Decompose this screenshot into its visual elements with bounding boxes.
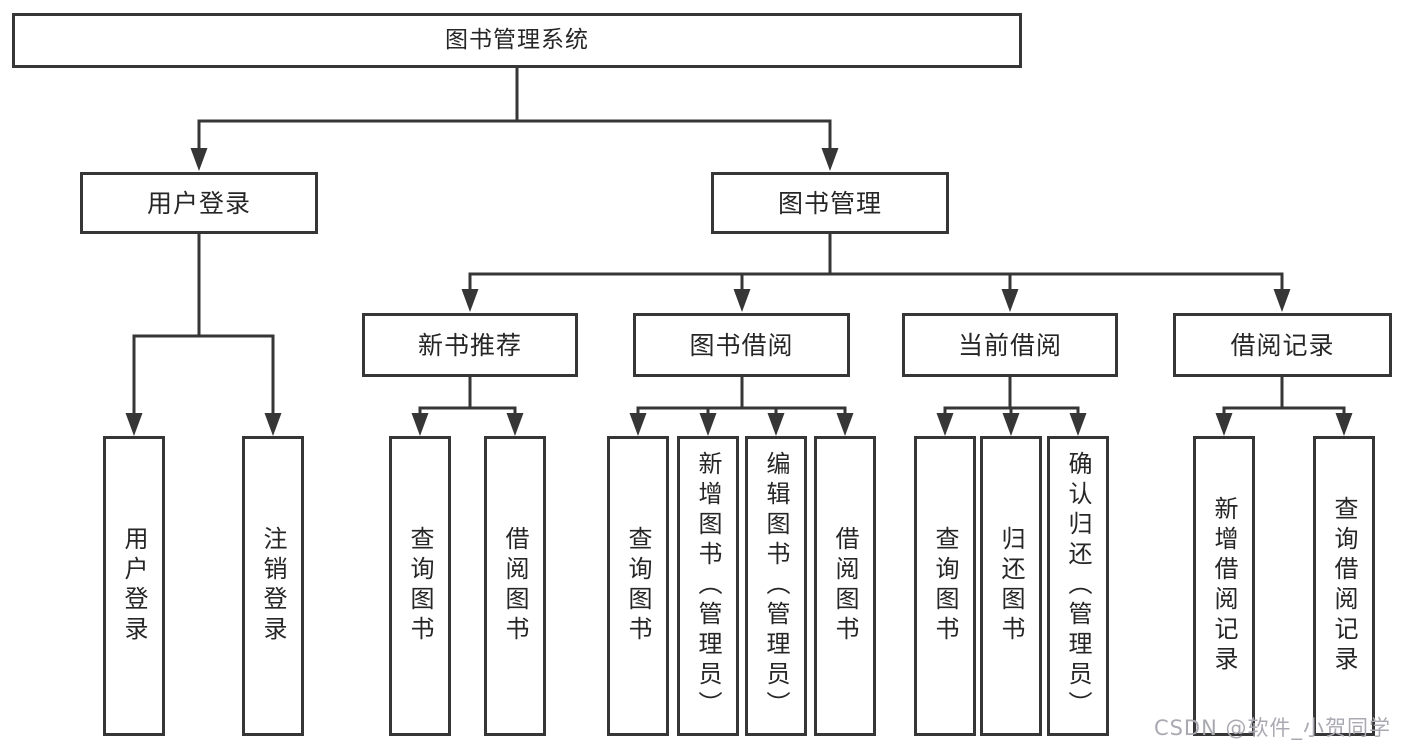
node-label: 查询借阅记录 [1330,496,1358,676]
leaf-query-borrow-record: 查询借阅记录 [1313,436,1375,736]
node-label: 图书管理 [777,188,882,218]
leaf-edit-book-admin: 编辑图书（管理员） [745,436,807,736]
node-label: 借阅图书 [501,526,529,646]
leaf-query-books-recommend: 查询图书 [389,436,451,736]
node-label: 确认归还（管理员） [1064,451,1092,721]
leaf-user-login: 用户登录 [103,436,165,736]
node-label: 编辑图书（管理员） [762,451,790,721]
leaf-borrow-books: 借阅图书 [814,436,876,736]
node-label: 图书借阅 [689,330,794,360]
node-label: 注销登录 [259,526,287,646]
node-label: 查询图书 [931,526,959,646]
node-label: 用户登录 [120,526,148,646]
node-borrowing-records: 借阅记录 [1173,313,1392,377]
node-label: 图书管理系统 [445,27,589,53]
node-label: 新书推荐 [417,330,522,360]
node-label: 查询图书 [624,526,652,646]
leaf-add-borrow-record: 新增借阅记录 [1193,436,1255,736]
node-book-borrowing: 图书借阅 [633,313,850,377]
node-label: 查询图书 [406,526,434,646]
node-label: 当前借阅 [957,330,1062,360]
leaf-query-books-borrow: 查询图书 [607,436,669,736]
leaf-confirm-return-admin: 确认归还（管理员） [1047,436,1109,736]
node-label: 借阅图书 [831,526,859,646]
node-label: 归还图书 [997,526,1025,646]
leaf-logout: 注销登录 [242,436,304,736]
node-library-management-system: 图书管理系统 [12,13,1022,68]
leaf-return-book: 归还图书 [980,436,1042,736]
node-user-login: 用户登录 [80,172,318,234]
node-book-management: 图书管理 [711,172,949,234]
node-label: 新增借阅记录 [1210,496,1238,676]
node-current-borrowing: 当前借阅 [902,313,1118,377]
leaf-query-books-current: 查询图书 [914,436,976,736]
leaf-add-book-admin: 新增图书（管理员） [677,436,739,736]
watermark: CSDN @软件_小贺同学 [1153,716,1391,740]
node-label: 用户登录 [146,188,251,218]
node-label: 新增图书（管理员） [694,451,722,721]
node-new-book-recommendation: 新书推荐 [362,313,578,377]
leaf-borrow-books-recommend: 借阅图书 [484,436,546,736]
node-label: 借阅记录 [1230,330,1335,360]
